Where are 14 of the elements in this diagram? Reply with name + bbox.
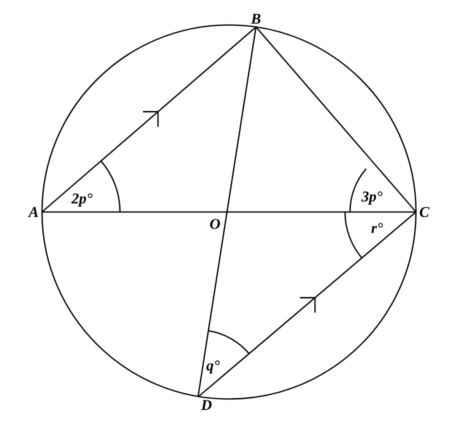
line-segment	[197, 28, 257, 396]
point: B	[250, 14, 260, 24]
point: D	[201, 400, 212, 410]
angle-label: 3p°	[361, 191, 382, 205]
line-segment	[42, 211, 416, 213]
line-segment	[198, 212, 416, 398]
point: C	[420, 206, 430, 218]
point: A	[28, 207, 38, 217]
angle-label: r°	[371, 223, 383, 233]
point-label: O	[210, 218, 220, 230]
line-segment	[256, 27, 416, 212]
line-segment	[42, 26, 256, 212]
angle-label: q°	[206, 360, 220, 374]
angle-label: 2p°	[71, 193, 92, 207]
